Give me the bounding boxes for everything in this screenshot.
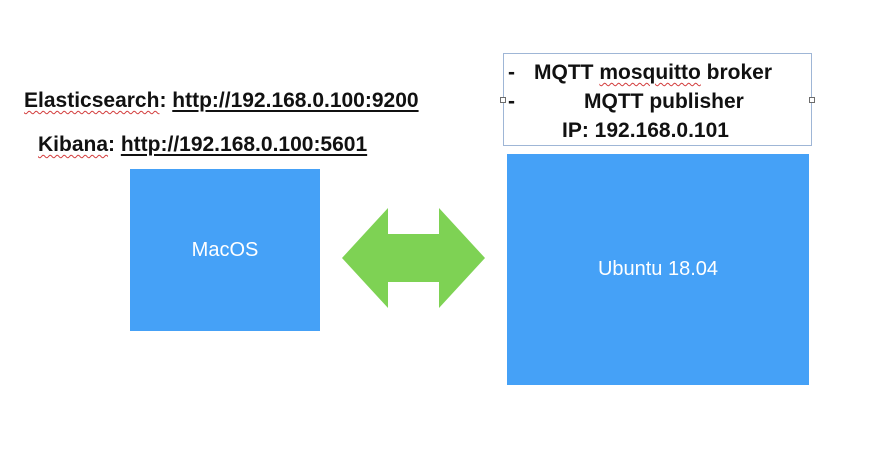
ubuntu-label: Ubuntu 18.04 (597, 258, 719, 280)
textbox-resize-handle-left[interactable] (500, 97, 506, 103)
elasticsearch-label: Elasticsearch: http://192.168.0.100:9200 (24, 90, 419, 111)
elasticsearch-separator: : (159, 89, 173, 112)
double-headed-arrow-icon (342, 208, 485, 308)
textbox-resize-handle-right[interactable] (809, 97, 815, 103)
notes-line-publisher: - MQTT publisher (508, 90, 744, 113)
macos-box: MacOS (130, 169, 320, 331)
kibana-url: http://192.168.0.100:5601 (120, 133, 368, 156)
bullet-dash: - (508, 61, 515, 84)
ubuntu-notes-textbox[interactable]: -MQTT mosquitto broker - MQTT publisher I… (500, 53, 815, 146)
kibana-label: Kibana: http://192.168.0.100:5601 (38, 134, 367, 155)
notes-broker-word: mosquitto (599, 61, 701, 84)
arrow-shape (342, 208, 485, 308)
notes-line-ip: IP: 192.168.0.101 (562, 120, 729, 141)
notes-publisher-text: MQTT publisher (584, 90, 744, 113)
notes-broker-suffix: broker (700, 61, 773, 84)
macos-label: MacOS (191, 238, 259, 261)
ubuntu-box: Ubuntu 18.04 (507, 154, 809, 385)
kibana-name: Kibana (38, 133, 109, 156)
notes-line-broker: -MQTT mosquitto broker (508, 62, 772, 83)
elasticsearch-name: Elasticsearch (24, 89, 160, 112)
elasticsearch-url: http://192.168.0.100:9200 (172, 89, 419, 112)
notes-ip-text: IP: 192.168.0.101 (562, 119, 729, 142)
kibana-separator: : (108, 133, 121, 156)
bullet-dash: - (508, 90, 515, 113)
notes-broker-prefix: MQTT (534, 61, 600, 84)
